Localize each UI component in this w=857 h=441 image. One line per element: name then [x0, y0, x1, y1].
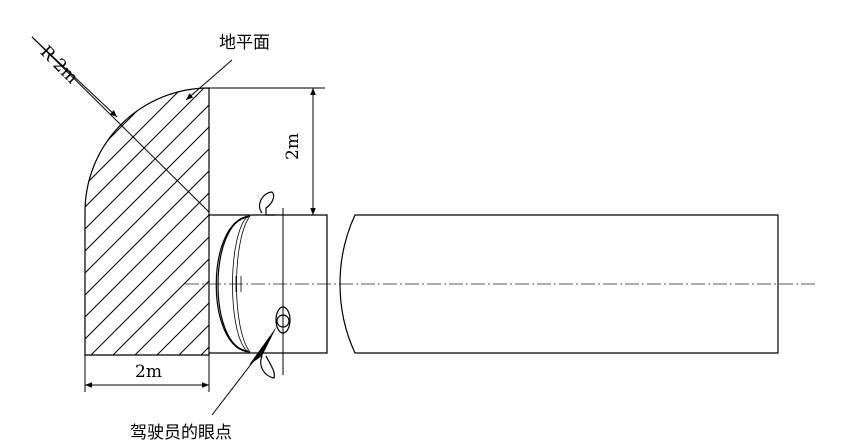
- eye-point-icon: [275, 306, 291, 334]
- width-dimension-label: 2m: [135, 362, 162, 382]
- hatch-line: [85, 88, 167, 355]
- vehicle-cab: [209, 191, 328, 379]
- mirror-top-icon: [259, 191, 275, 216]
- height-dimension-label: 2m: [283, 133, 303, 160]
- hatch-line: [85, 88, 189, 355]
- hatched-blind-zone: [84, 60, 584, 360]
- width-dimension: [84, 355, 210, 392]
- hatch-line: [218, 60, 518, 360]
- hatch-line: [262, 60, 562, 360]
- height-dimension: [209, 87, 325, 215]
- hatch-line: [85, 88, 209, 355]
- hatch-line: [85, 88, 209, 355]
- hatch-line: [85, 88, 209, 355]
- hatch-line: [85, 88, 209, 355]
- hatch-line: [107, 88, 209, 355]
- hatch-line: [85, 88, 209, 355]
- hatch-line: [151, 88, 209, 355]
- eye-leader: [211, 349, 263, 416]
- ground-plane-label: 地平面: [219, 33, 270, 53]
- hatch-line: [284, 60, 584, 360]
- hatch-line: [85, 88, 145, 355]
- hatch-line: [195, 88, 209, 355]
- radius-leader: [31, 36, 210, 213]
- driver-eye-point-label: 驾驶员的眼点: [130, 423, 232, 441]
- vehicle-body: [339, 214, 779, 354]
- hatch-line: [85, 88, 209, 355]
- mirror-bottom-icon: [260, 355, 275, 379]
- hatch-line: [85, 88, 209, 355]
- hatch-line: [85, 88, 209, 355]
- ground-leader: [185, 59, 233, 101]
- hatch-line: [85, 88, 209, 355]
- hatch-line: [129, 88, 209, 355]
